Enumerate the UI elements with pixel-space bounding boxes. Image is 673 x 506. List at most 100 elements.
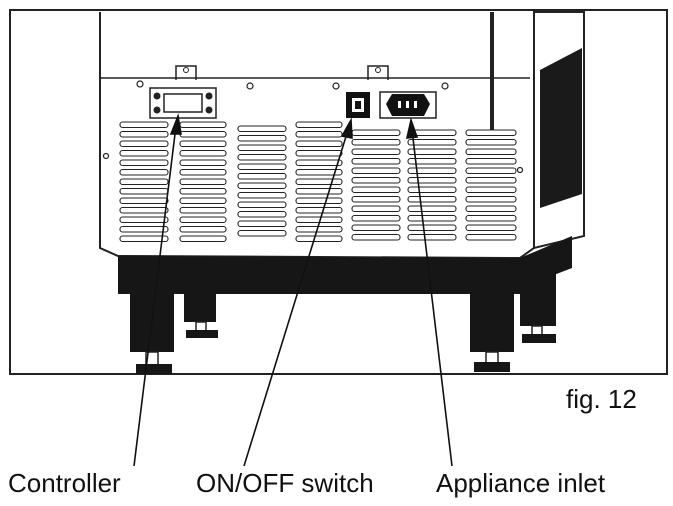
vent-slot [237,172,287,180]
vent-slot [351,195,401,203]
vent-slot [465,233,517,241]
vent-slot [351,214,401,222]
vent-slot [407,214,457,222]
vent-slot [351,205,401,213]
vent-slot [295,140,343,148]
vent-slot [237,182,287,190]
vent-slot [237,191,287,199]
vent-slot [237,220,287,228]
vent-slot [179,149,227,157]
vent-slot [465,157,517,165]
vent-slot [295,168,343,176]
vent-slot [465,176,517,184]
leader-controller [133,125,177,467]
vent-slot [465,167,517,175]
vent-slot [119,197,169,205]
appliance-inlet [379,91,437,119]
vent-slot [237,229,287,237]
vent-slot [119,178,169,186]
vent-slot [465,186,517,194]
leader-inlet [411,129,453,467]
vent-slot [119,168,169,176]
vent-slot [119,225,169,233]
vent-slot [465,148,517,156]
callout-inlet-label: Appliance inlet [436,468,606,498]
vent-slot [119,130,169,138]
vent-slot [119,121,169,129]
figure-label: fig. 12 [566,384,637,414]
vent-slot [351,138,401,146]
vent-slot [179,121,227,129]
vent-slot [407,148,457,156]
vent-slot [407,157,457,165]
vent-slot [351,176,401,184]
vent-slot [179,159,227,167]
callout-switch-label: ON/OFF switch [196,468,374,498]
vent-slot [465,205,517,213]
vent-slot [407,186,457,194]
vent-slot [179,140,227,148]
vent-slot [179,130,227,138]
vent-slot [295,130,343,138]
controller-unit [149,87,217,119]
vent-slot [351,167,401,175]
vent-slot [179,216,227,224]
vent-slot [465,138,517,146]
vent-slot [237,144,287,152]
vent-slot [407,176,457,184]
vent-slot [465,214,517,222]
vent-slot [295,225,343,233]
vent-slot [237,125,287,133]
vent-slot [119,216,169,224]
vent-slot [407,205,457,213]
base-frame [118,236,572,290]
vent-slot [295,197,343,205]
vent-slot [237,210,287,218]
side-dark-band [540,48,582,208]
vent-slot [407,167,457,175]
vent-slot [407,224,457,232]
vent-slot [407,233,457,241]
vent-slot [119,187,169,195]
vent-slot [465,129,517,137]
vent-slot [295,187,343,195]
vent-slot [237,153,287,161]
vent-slot [179,197,227,205]
vent-slot [295,235,343,243]
vent-slot [119,159,169,167]
vent-slot [351,233,401,241]
vent-slot [295,178,343,186]
vent-slot [179,168,227,176]
vent-slot [351,148,401,156]
callout-leaders [133,112,453,467]
panel-screws [102,80,524,174]
leader-switch [243,129,349,467]
vent-slot [407,195,457,203]
vent-slot [179,187,227,195]
vent-slot [351,186,401,194]
vent-slot [119,235,169,243]
vent-slot [179,178,227,186]
vent-slot [179,225,227,233]
vent-slot [179,235,227,243]
vent-slot [237,201,287,209]
vent-slot [295,149,343,157]
vent-slot [295,159,343,167]
vent-slot [465,224,517,232]
vent-slot [351,129,401,137]
vent-slot [295,206,343,214]
vent-slot [237,134,287,142]
vent-slot [119,206,169,214]
vent-slot [119,140,169,148]
base-rail [118,286,520,294]
vent-slot [237,163,287,171]
vent-slot [351,224,401,232]
vent-slot [295,121,343,129]
vent-slot [179,206,227,214]
vent-slot [119,149,169,157]
callout-controller-label: Controller [8,468,121,498]
vent-slot [465,195,517,203]
leveling-feet [130,266,556,374]
vent-slot [407,138,457,146]
